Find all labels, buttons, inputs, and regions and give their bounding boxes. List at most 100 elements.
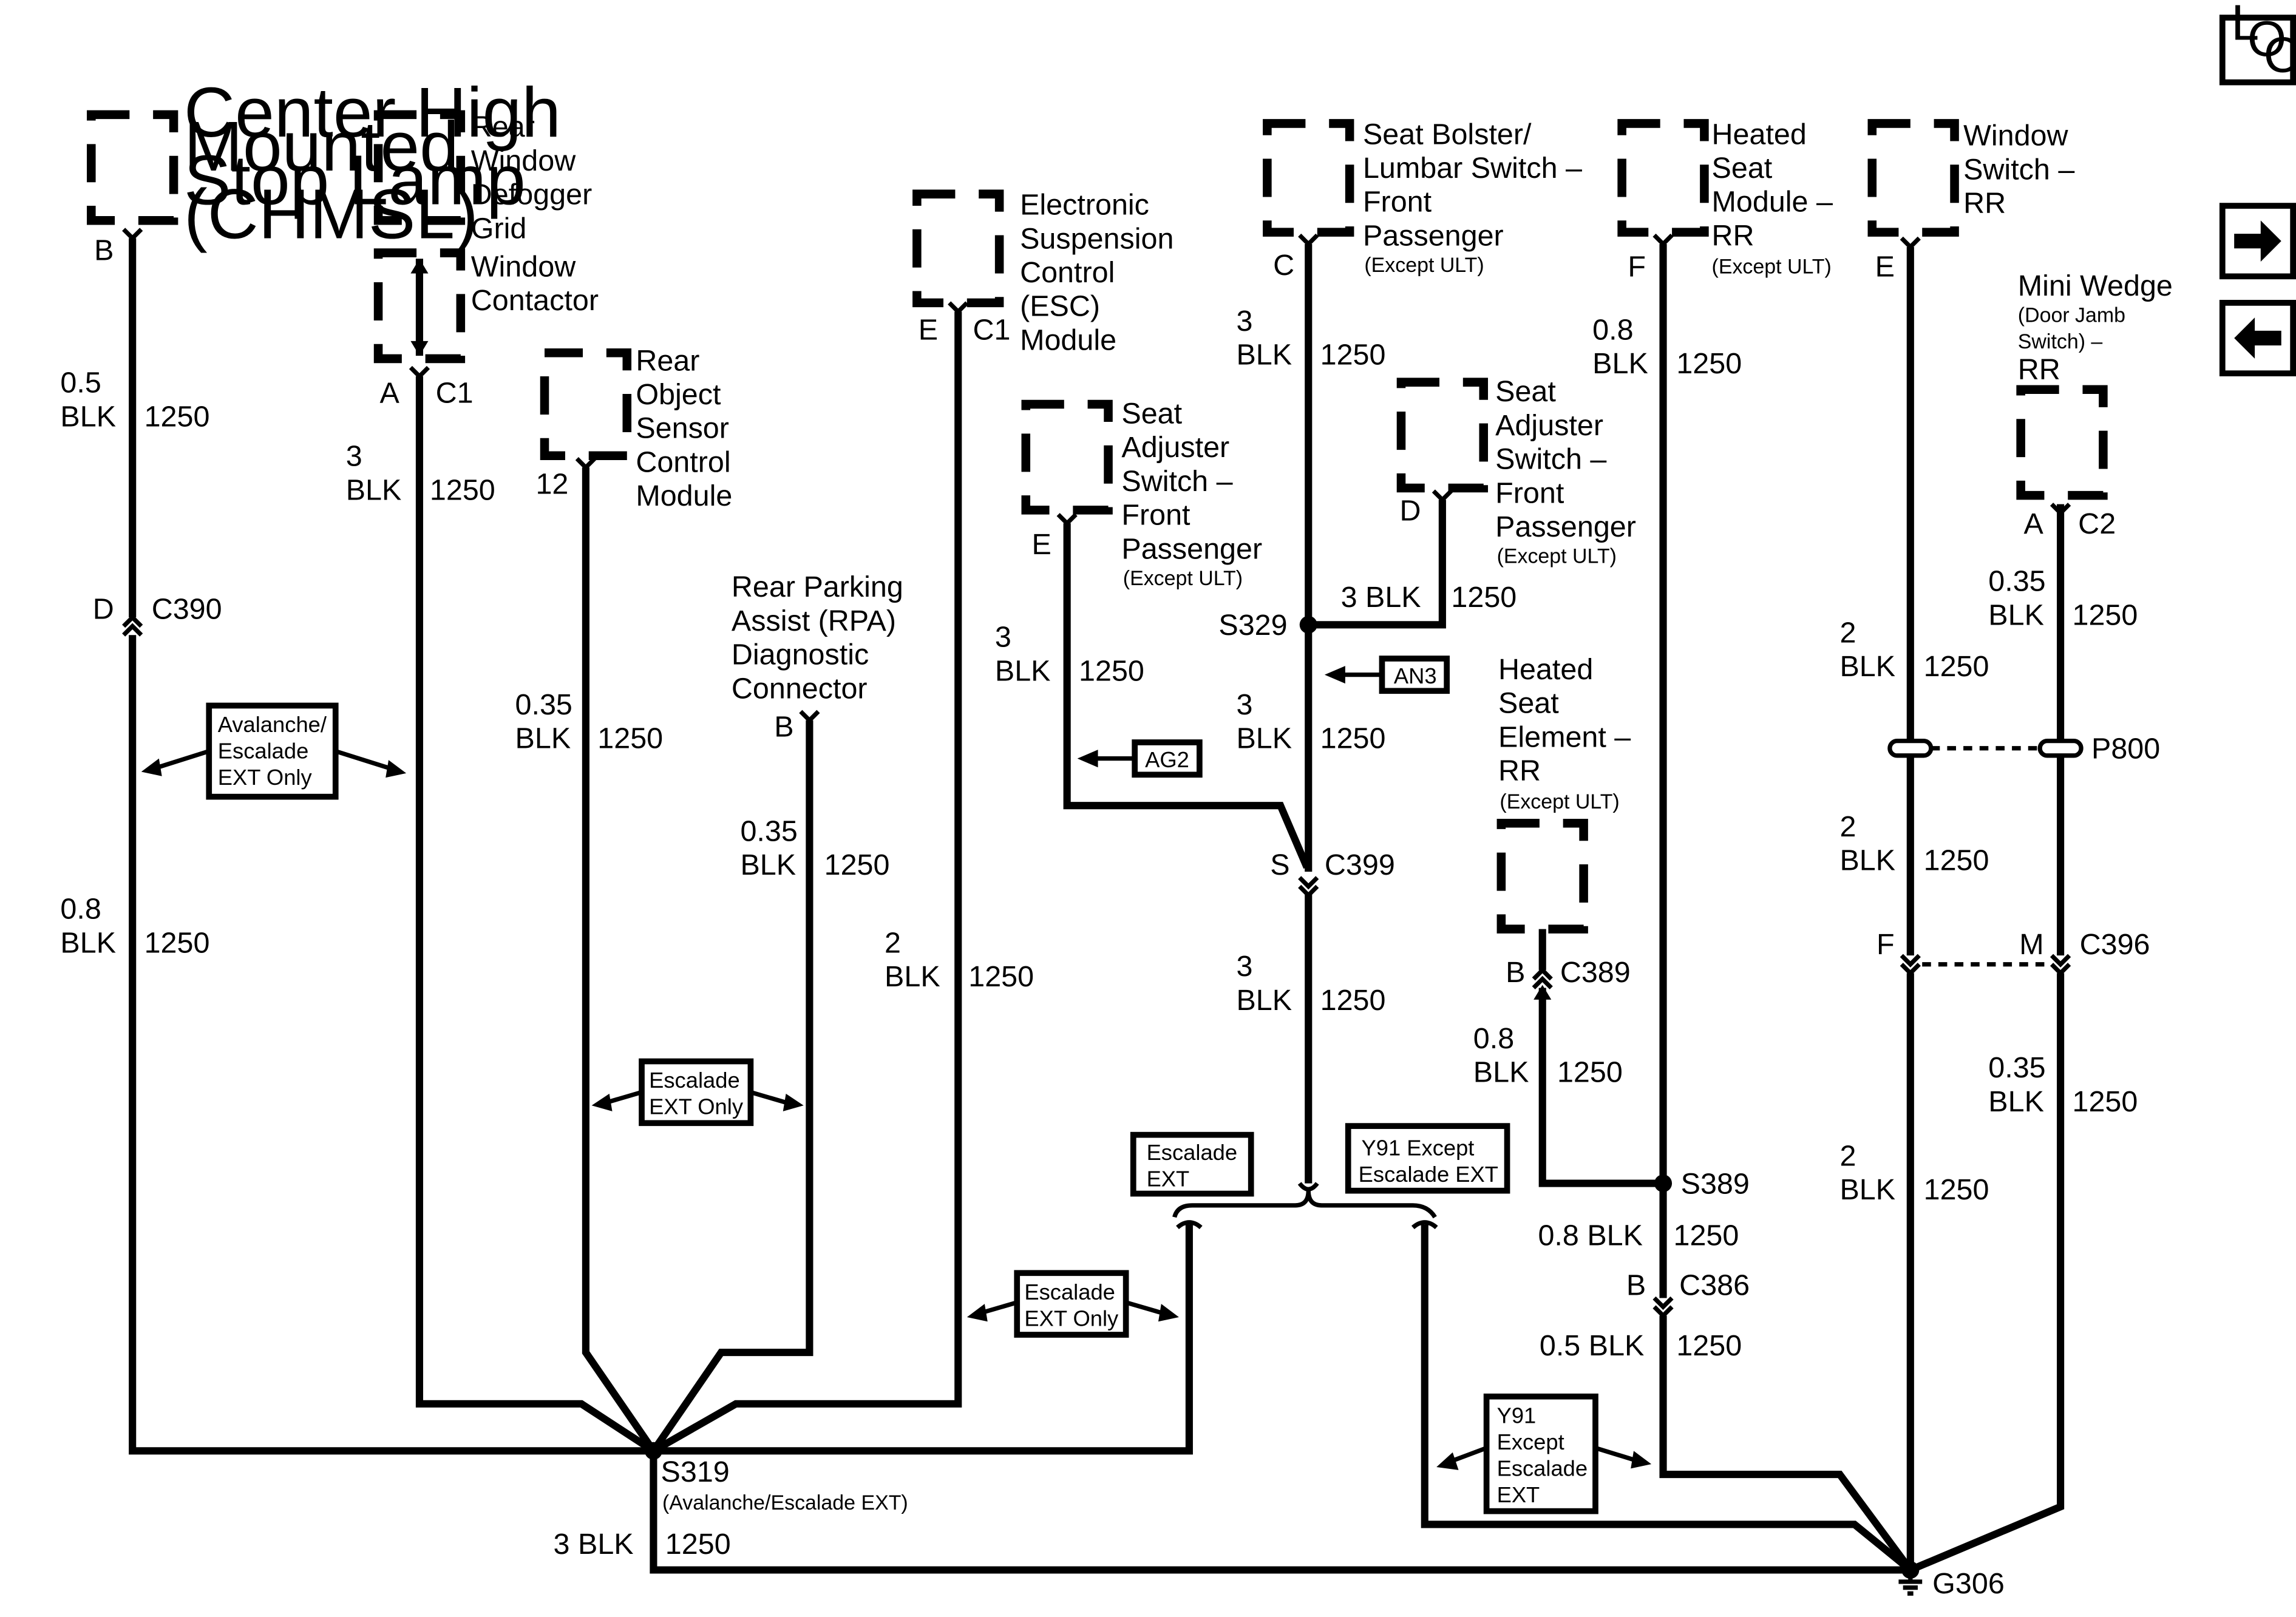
pin-label-esc-e: E — [919, 313, 938, 346]
wire-label-color: BLK — [1839, 844, 1895, 877]
c399-symbol — [1298, 876, 1319, 899]
splice-label-s329: S329 — [1218, 609, 1287, 642]
wire-label-gauge-color: 3 BLK — [1341, 581, 1421, 614]
esc-label-line-2: Suspension — [1020, 222, 1173, 255]
wire-label-gauge: 3 — [1236, 305, 1252, 337]
back-nav-button[interactable] — [2219, 300, 2296, 376]
seat-adjuster-right-label-line-1: Seat — [1495, 375, 1556, 408]
pin-seat-adjuster-right — [1432, 489, 1453, 503]
pin-label-c399: S — [1270, 849, 1289, 881]
wire-label-circuit: 1250 — [2072, 598, 2138, 631]
p800-left-symbol — [1887, 738, 1934, 758]
heated-seat-element-component — [1496, 818, 1588, 934]
pin-label-defogger-a: A — [379, 377, 399, 410]
note-ag2: AG2 — [1077, 739, 1203, 778]
wire-escalade-ext — [653, 1224, 1193, 1455]
note-y91-except-2: Y91 Except Escalade EXT — [1436, 1393, 1652, 1514]
seat-adjuster-right-label-line-4: Front — [1495, 476, 1564, 509]
wire-label-gauge: 0.8 — [1592, 313, 1633, 346]
note-avalanche: Avalanche/ Escalade EXT Only — [141, 702, 407, 800]
note-y91-except: Y91 Except Escalade EXT — [1345, 1123, 1510, 1194]
wire-mini-wedge — [1909, 504, 2065, 1574]
wire-label-gauge-color: 0.8 BLK — [1538, 1219, 1642, 1252]
pin-seat-adjuster-left — [1056, 513, 1078, 527]
note-escalade-ext: Escalade EXT — [1130, 1131, 1254, 1197]
wire-label-circuit: 1250 — [1924, 844, 1989, 877]
wire-label-color: BLK — [1839, 1173, 1895, 1206]
arrow-left-icon — [1324, 666, 1345, 684]
wire-label-circuit: 1250 — [144, 400, 210, 433]
chmsl-label: Center High Mounted Stop Lamp (CHMSL) — [184, 73, 561, 253]
note-arrow-line — [152, 749, 210, 771]
chmsl-label-line-1: Center High — [184, 73, 561, 152]
esc-label-line-5: Module — [1020, 324, 1116, 356]
loc-button[interactable]: L O C — [2219, 0, 2296, 86]
seat-bolster-label-line-1: Seat Bolster/ — [1363, 118, 1532, 151]
wire-seat-adjuster-left — [1063, 523, 1311, 869]
seat-bolster-label-line-2: Lumbar Switch – — [1363, 152, 1582, 185]
seat-adjuster-left-label-line-5: Passenger — [1121, 532, 1262, 565]
note-arrow-line — [335, 749, 392, 771]
defogger-component — [373, 110, 466, 225]
wire-break-mark — [1297, 1182, 1319, 1192]
pin-chmsl — [122, 228, 143, 242]
pin-window-switch — [1900, 236, 1921, 251]
note-escalade-ext-line-2: EXT — [1147, 1166, 1190, 1191]
pin-label-c396-f: F — [1877, 928, 1895, 961]
window-contactor-component — [373, 248, 466, 364]
note-ag2-label: AG2 — [1145, 747, 1189, 772]
pin-label-ros: 12 — [535, 468, 568, 501]
seat-bolster-label: Seat Bolster/ Lumbar Switch – Front Pass… — [1363, 118, 1582, 277]
pin-symbols — [122, 228, 2084, 1319]
seat-adjuster-left-label-line-2: Adjuster — [1121, 431, 1229, 464]
wire-label-gauge: 3 — [1236, 688, 1252, 721]
wire-label-color: BLK — [1473, 1056, 1529, 1088]
note-escalade-only-1-line-1: Escalade — [649, 1068, 740, 1093]
arrow-left-icon — [2234, 317, 2281, 359]
wire-chmsl — [129, 238, 654, 1455]
chmsl-component — [87, 110, 178, 225]
esc-component — [912, 189, 1004, 308]
mini-wedge-label-line-1: Mini Wedge — [2018, 270, 2173, 302]
arrow-right-icon — [1631, 1451, 1652, 1469]
seat-adjuster-left-label-line-1: Seat — [1121, 398, 1182, 430]
seat-bolster-label-line-4: Passenger — [1363, 219, 1504, 252]
wire-label-circuit: 1250 — [824, 849, 890, 881]
pin-mini-wedge — [2050, 503, 2071, 517]
pin-label-seat-adjuster-left: E — [1031, 528, 1051, 561]
loc-letter-c: C — [2264, 27, 2296, 83]
pin-label-seat-adjuster-right: D — [1400, 494, 1421, 527]
defogger-label-line-3: Defogger — [471, 178, 592, 211]
pin-label-window-switch: E — [1875, 250, 1895, 283]
note-y91-except-2-line-3: Escalade — [1497, 1456, 1588, 1481]
chmsl-label-line-3: Stop Lamp — [184, 141, 526, 220]
pin-label-chmsl: B — [94, 234, 114, 267]
wire-label-color: BLK — [1988, 1085, 2044, 1118]
wire-label-gauge: 2 — [1839, 1140, 1856, 1173]
wire-label-circuit: 1250 — [2072, 1085, 2138, 1118]
c389-arrow — [1533, 985, 1552, 1000]
window-contactor-label-line-1: Window — [471, 250, 576, 283]
wire-label-color: BLK — [1839, 650, 1895, 683]
wire-label-gauge: 3 — [346, 440, 362, 473]
wire-label-gauge: 0.5 — [60, 367, 101, 399]
defogger-label-line-4: Grid — [471, 212, 527, 245]
rpa-label-line-4: Connector — [732, 672, 868, 705]
heated-seat-element-label-line-1: Heated — [1498, 653, 1593, 686]
wire-y91-except — [1421, 1224, 1913, 1573]
wire-label-circuit: 1250 — [144, 926, 210, 959]
note-escalade-ext-line-1: Escalade — [1147, 1140, 1238, 1165]
esc-label-line-3: Control — [1020, 256, 1115, 289]
wire-ros — [582, 467, 657, 1453]
note-escalade-only-2: Escalade EXT Only — [966, 1270, 1179, 1338]
wire-label-gauge: 3 — [995, 621, 1011, 654]
heated-seat-element-label-line-2: Seat — [1498, 687, 1559, 720]
arrow-left-icon — [1077, 750, 1098, 768]
seat-adjuster-right-label-line-3: Switch – — [1495, 443, 1606, 476]
wire-label-circuit: 1250 — [665, 1528, 731, 1561]
wire-label-gauge: 0.8 — [60, 893, 101, 926]
seat-adjuster-left-note: (Except ULT) — [1123, 567, 1243, 590]
wire-heated-seat-module — [1659, 244, 1914, 1573]
forward-nav-button[interactable] — [2219, 203, 2296, 280]
connector-label-p800: P800 — [2091, 733, 2160, 765]
